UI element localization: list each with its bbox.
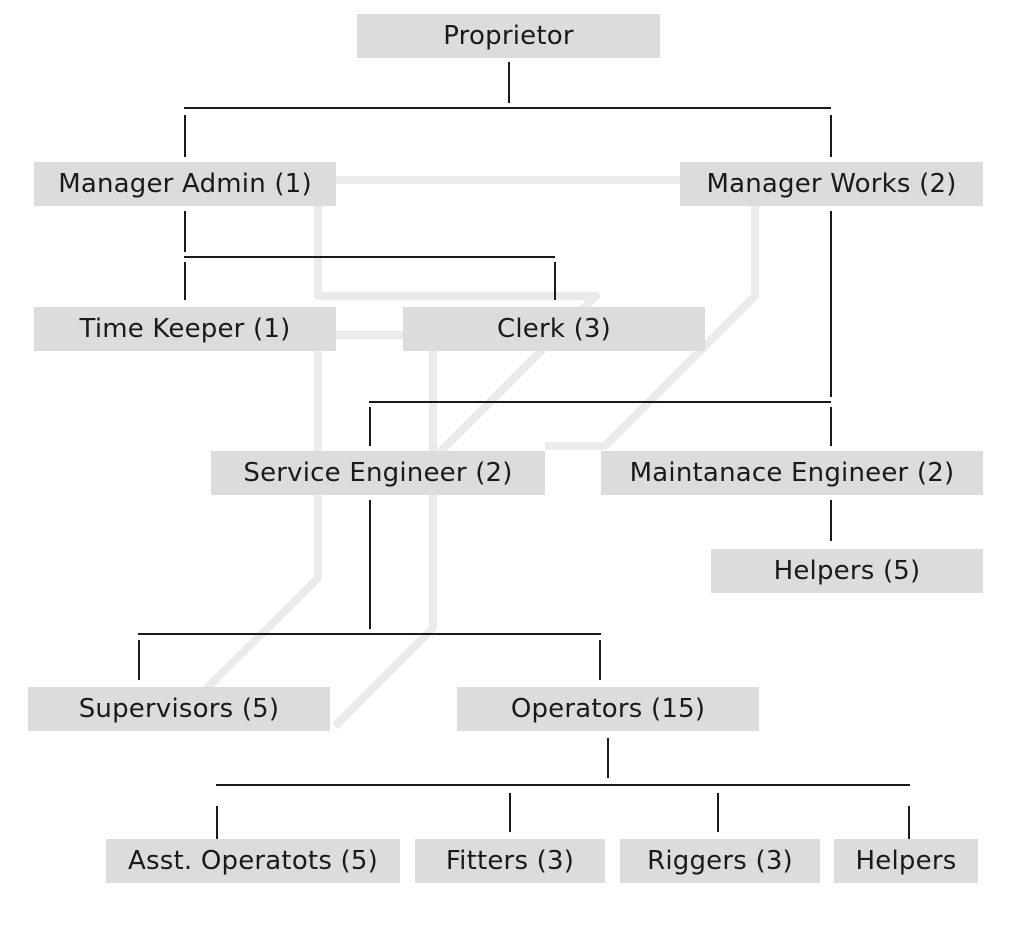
- watermark-stroke: [202, 350, 322, 693]
- node-maintenance-helpers: Helpers (5): [711, 549, 983, 593]
- node-maintenance-engineer: Maintanace Engineer (2): [601, 451, 983, 495]
- node-operator-helpers: Helpers: [834, 839, 978, 883]
- node-fitters: Fitters (3): [415, 839, 605, 883]
- node-asst-operators: Asst. Operatots (5): [106, 839, 400, 883]
- node-manager-works: Manager Works (2): [680, 162, 983, 206]
- node-proprietor: Proprietor: [357, 14, 660, 58]
- background-watermark: [202, 176, 759, 729]
- watermark-stroke: [332, 350, 437, 729]
- node-riggers: Riggers (3): [620, 839, 820, 883]
- node-time-keeper: Time Keeper (1): [34, 307, 336, 351]
- node-operators: Operators (15): [457, 687, 759, 731]
- node-clerk: Clerk (3): [403, 307, 705, 351]
- node-service-engineer: Service Engineer (2): [211, 451, 545, 495]
- watermark-stroke: [545, 205, 759, 450]
- node-manager-admin: Manager Admin (1): [34, 162, 336, 206]
- connectors: [138, 62, 910, 847]
- node-supervisors: Supervisors (5): [28, 687, 330, 731]
- watermark-stroke: [314, 205, 600, 455]
